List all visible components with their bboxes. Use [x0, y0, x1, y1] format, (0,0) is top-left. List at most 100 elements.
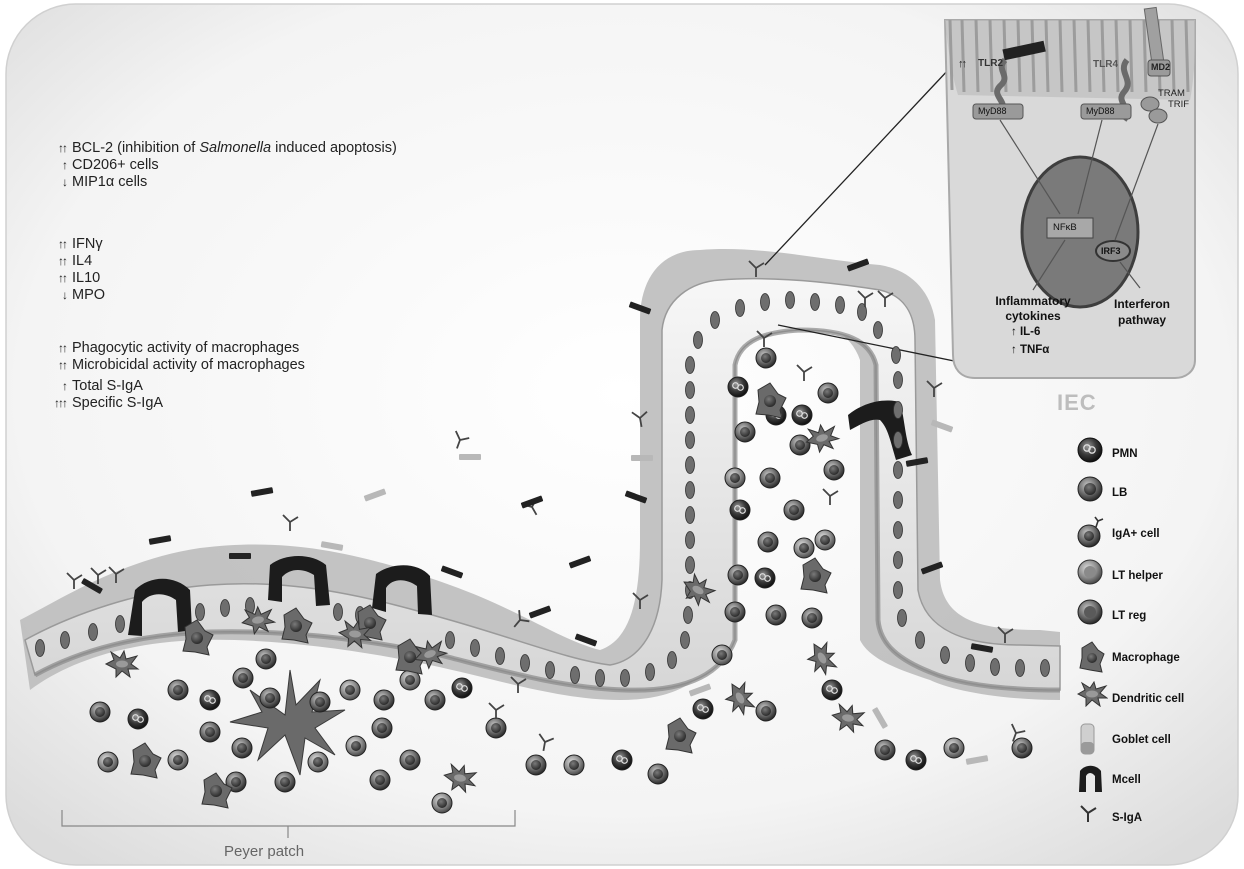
legend-item-goblet: Goblet cell [1076, 722, 1171, 758]
epithelial-nucleus [471, 640, 480, 657]
lb-cell [90, 702, 110, 722]
siga-icon [1076, 800, 1106, 836]
lb-cell [756, 348, 776, 368]
epithelial-nucleus [446, 632, 455, 649]
epithelial-nucleus [941, 647, 950, 664]
lt-helper-cell [815, 530, 835, 550]
pmn-cell [693, 699, 713, 719]
epithelial-nucleus [116, 616, 125, 633]
lt-helper-cell [432, 793, 452, 813]
lb-cell [766, 605, 786, 625]
arrow-indicator: ↑↑↑ [32, 395, 72, 412]
epithelial-nucleus [894, 552, 903, 569]
epithelial-nucleus [874, 322, 883, 339]
lb-cell [728, 565, 748, 585]
epithelial-nucleus [686, 357, 695, 374]
legend-label: LT reg [1112, 610, 1146, 622]
epithelial-nucleus [991, 659, 1000, 676]
effect-row: ↑↑IL4 [32, 253, 105, 270]
epithelial-nucleus [686, 457, 695, 474]
lt-helper-cell [712, 645, 732, 665]
effect-text: BCL-2 (inhibition of Salmonella induced … [72, 140, 397, 157]
legend-label: Mcell [1112, 774, 1141, 786]
lb-cell [260, 688, 280, 708]
arrow-indicator: ↑↑ [32, 270, 72, 287]
lt-helper-cell [944, 738, 964, 758]
pmn-cell [906, 750, 926, 770]
epithelial-nucleus [761, 294, 770, 311]
effect-row: ↑↑ BCL-2 (inhibition of Salmonella induc… [32, 140, 397, 157]
pmn-cell [792, 405, 812, 425]
epithelial-nucleus [894, 372, 903, 389]
pmn-cell [728, 377, 748, 397]
legend-label: LB [1112, 487, 1127, 499]
pmn-icon [1076, 436, 1106, 472]
lb-cell [372, 718, 392, 738]
epithelial-nucleus [1041, 660, 1050, 677]
epithelial-nucleus [711, 312, 720, 329]
effect-text: Microbicidal activity of macrophages [72, 357, 305, 374]
epithelial-nucleus [686, 507, 695, 524]
epithelial-nucleus [694, 332, 703, 349]
effect-row: ↑↑↑Specific S-IgA [32, 395, 305, 412]
epithelial-nucleus [196, 604, 205, 621]
effect-row: ↑ CD206+ cells [32, 157, 397, 174]
effect-row: ↑↑IFNγ [32, 236, 105, 253]
epithelial-nucleus [836, 297, 845, 314]
epithelial-nucleus [894, 432, 903, 449]
lb-cell [370, 770, 390, 790]
epithelial-nucleus [89, 624, 98, 641]
pathogen-dark [229, 553, 251, 559]
epithelial-nucleus [686, 557, 695, 574]
epithelial-nucleus [786, 292, 795, 309]
epithelial-nucleus [684, 607, 693, 624]
epithelial-nucleus [686, 382, 695, 399]
legend-label: IgA+ cell [1112, 528, 1160, 540]
epithelial-nucleus [966, 655, 975, 672]
lt-helper-cell [168, 750, 188, 770]
arrow-indicator: ↑↑ [32, 236, 72, 253]
lb-cell [310, 692, 330, 712]
effects-group-2: ↑↑IFNγ ↑↑IL4 ↑↑IL10 ↓MPO [32, 236, 105, 304]
lb-cell [818, 383, 838, 403]
legend-label: Macrophage [1112, 652, 1180, 664]
legend-item-macrophage: Macrophage [1076, 640, 1180, 676]
lb-cell [790, 435, 810, 455]
epithelial-nucleus [646, 664, 655, 681]
epithelial-nucleus [898, 610, 907, 627]
lb-cell [486, 718, 506, 738]
effects-group-1: ↑↑ BCL-2 (inhibition of Salmonella induc… [32, 140, 397, 191]
lt-helper-cell [340, 680, 360, 700]
epithelial-nucleus [686, 482, 695, 499]
legend-item-lt-helper: LT helper [1076, 558, 1163, 594]
epithelial-nucleus [596, 670, 605, 687]
arrow-indicator: ↑ [32, 378, 72, 395]
iga-cell-icon [1076, 516, 1106, 552]
effects-group-3: ↑↑Phagocytic activity of macrophages ↑↑M… [32, 340, 305, 412]
lb-cell [875, 740, 895, 760]
goblet-cell-icon [1076, 722, 1106, 758]
legend-item-pmn: PMN [1076, 436, 1138, 472]
macrophage-icon [1076, 640, 1106, 676]
lb-cell [256, 649, 276, 669]
epithelial-nucleus [811, 294, 820, 311]
epithelial-nucleus [334, 604, 343, 621]
arrow-indicator: ↑↑ [32, 357, 72, 374]
epithelial-nucleus [681, 632, 690, 649]
epithelial-nucleus [521, 655, 530, 672]
epithelial-nucleus [621, 670, 630, 687]
effect-row: ↓ MIP1α cells [32, 174, 397, 191]
lt-helper-cell [98, 752, 118, 772]
epithelial-nucleus [1016, 660, 1025, 677]
legend-item-lb: LB [1076, 475, 1127, 511]
lb-cell [735, 422, 755, 442]
epithelial-nucleus [686, 532, 695, 549]
pmn-cell [730, 500, 750, 520]
arrow-indicator: ↑↑ [32, 140, 72, 157]
lb-cell [232, 738, 252, 758]
lt-helper-cell [346, 736, 366, 756]
iec-label: IEC [1057, 390, 1097, 416]
peyer-patch-label: Peyer patch [224, 843, 304, 860]
lt-helper-cell [794, 538, 814, 558]
